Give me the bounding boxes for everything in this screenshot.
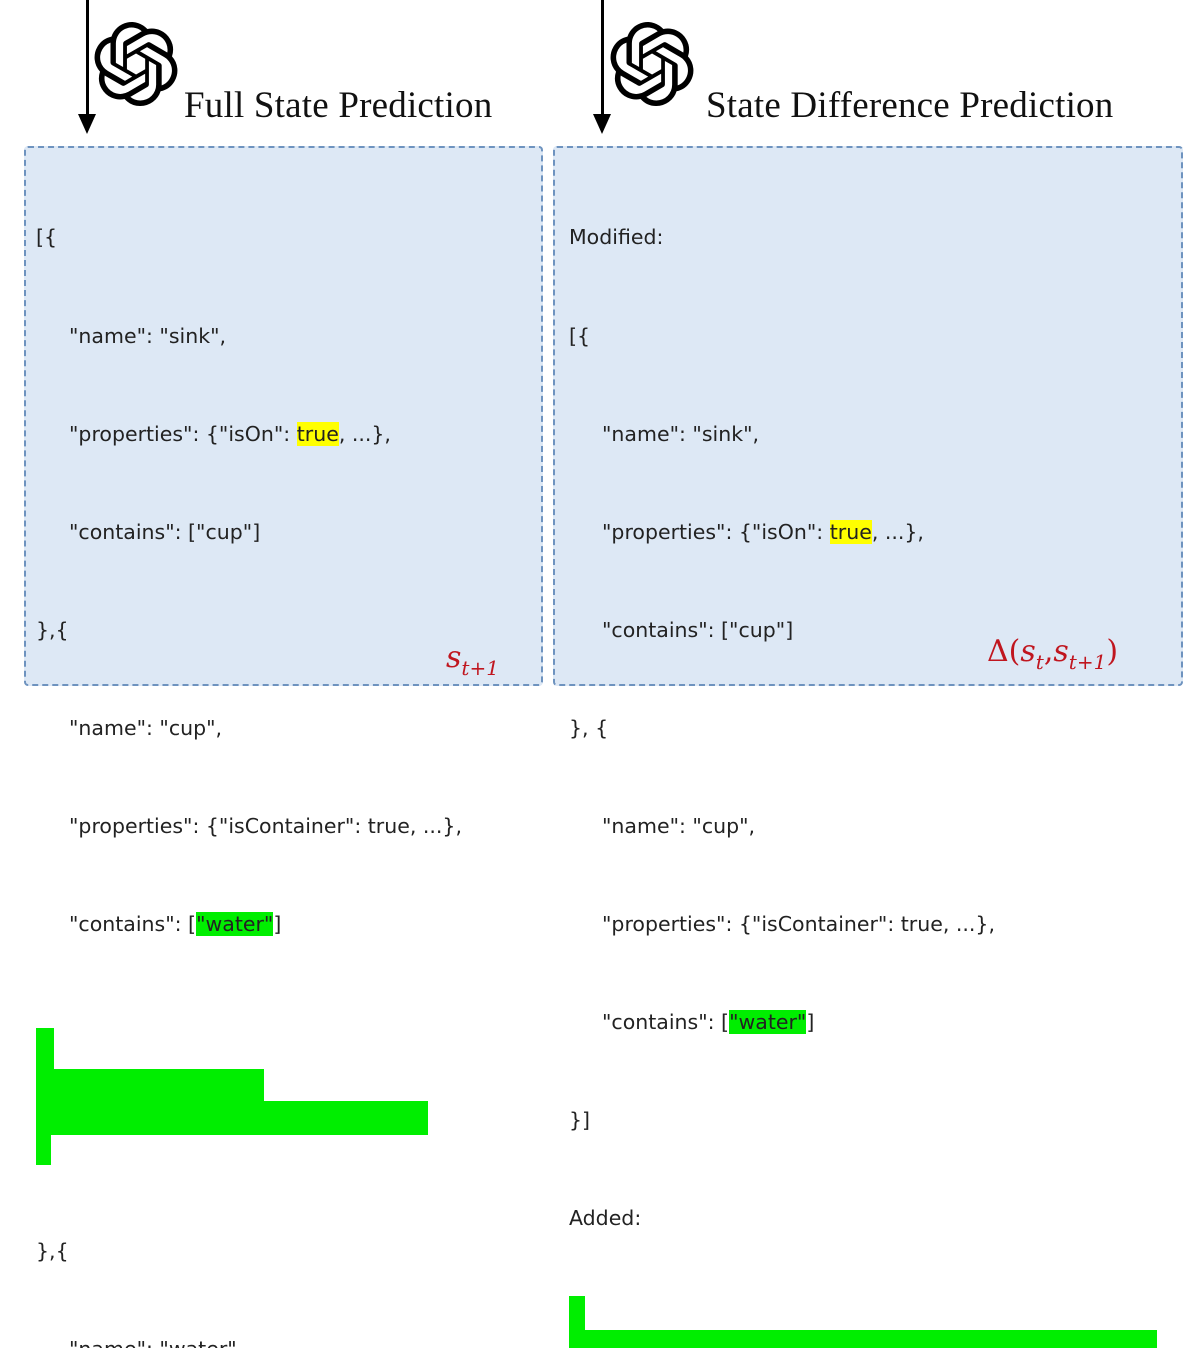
state-label-s-t-plus-1: st+1: [446, 640, 499, 680]
highlight-ison-true: true: [296, 421, 339, 446]
added-label: Added:: [569, 1206, 642, 1231]
down-arrow-icon: [78, 114, 96, 134]
code-line: "contains": ["water"]: [602, 1010, 815, 1035]
down-arrow-icon: [593, 114, 611, 134]
highlight-ison-true: true: [829, 519, 872, 544]
code-line: "contains": ["cup"]: [602, 617, 794, 642]
code-line: [{: [569, 323, 591, 348]
highlight-added-line: [569, 1330, 1157, 1348]
full-state-prediction-title: Full State Prediction: [184, 85, 493, 126]
state-difference-prediction-title: State Difference Prediction: [706, 85, 1114, 126]
highlight-name-line: [36, 1068, 264, 1103]
code-line: }]: [569, 1108, 591, 1133]
added-water-object-block: },{ "name": "water", "properties": {...}…: [36, 1027, 462, 1348]
code-line: "name": "water",: [36, 1333, 462, 1348]
code-line: },{: [36, 1239, 69, 1264]
left-down-arrow-shaft: [86, 0, 89, 118]
modified-label: Modified:: [569, 225, 664, 250]
code-line: "name": "cup",: [602, 813, 756, 838]
highlight-contains-water: "water": [729, 1010, 807, 1035]
code-line: "contains": ["water"]: [69, 912, 282, 937]
code-line: "properties": {"isContainer": true, ...}…: [69, 813, 462, 838]
code-line: "name": "sink",: [602, 421, 760, 446]
openai-logo-icon: [610, 22, 694, 106]
code-line: "contains": ["cup"]: [69, 519, 261, 544]
code-line: }, {: [569, 715, 609, 740]
delta-label: Δ(st,st+1): [987, 634, 1119, 674]
code-line: "properties": {"isOn": true, ...},: [602, 519, 924, 544]
code-line: "name": "cup",: [69, 715, 223, 740]
state-difference-json: Modified: [{ "name": "sink", "properties…: [569, 156, 1157, 1348]
code-line: "properties": {"isContainer": true, ...}…: [602, 912, 995, 937]
highlight-bar-bottom: [36, 1134, 51, 1165]
highlight-properties-line: [36, 1100, 428, 1135]
full-state-panel: [{ "name": "sink", "properties": {"isOn"…: [24, 146, 543, 1348]
added-water-object-block: [{ "name": "water", "properties: {...}, …: [569, 1296, 1157, 1348]
code-line: [{: [36, 225, 58, 250]
full-state-json: [{ "name": "sink", "properties": {"isOn"…: [36, 156, 462, 1348]
openai-logo-icon: [94, 22, 178, 106]
code-line: "name": "sink",: [69, 323, 227, 348]
state-difference-panel: Modified: [{ "name": "sink", "properties…: [553, 146, 1183, 1348]
right-down-arrow-shaft: [601, 0, 604, 118]
code-line: "properties": {"isOn": true, ...},: [69, 421, 391, 446]
highlight-contains-water: "water": [196, 912, 274, 937]
code-line: },{: [36, 617, 69, 642]
